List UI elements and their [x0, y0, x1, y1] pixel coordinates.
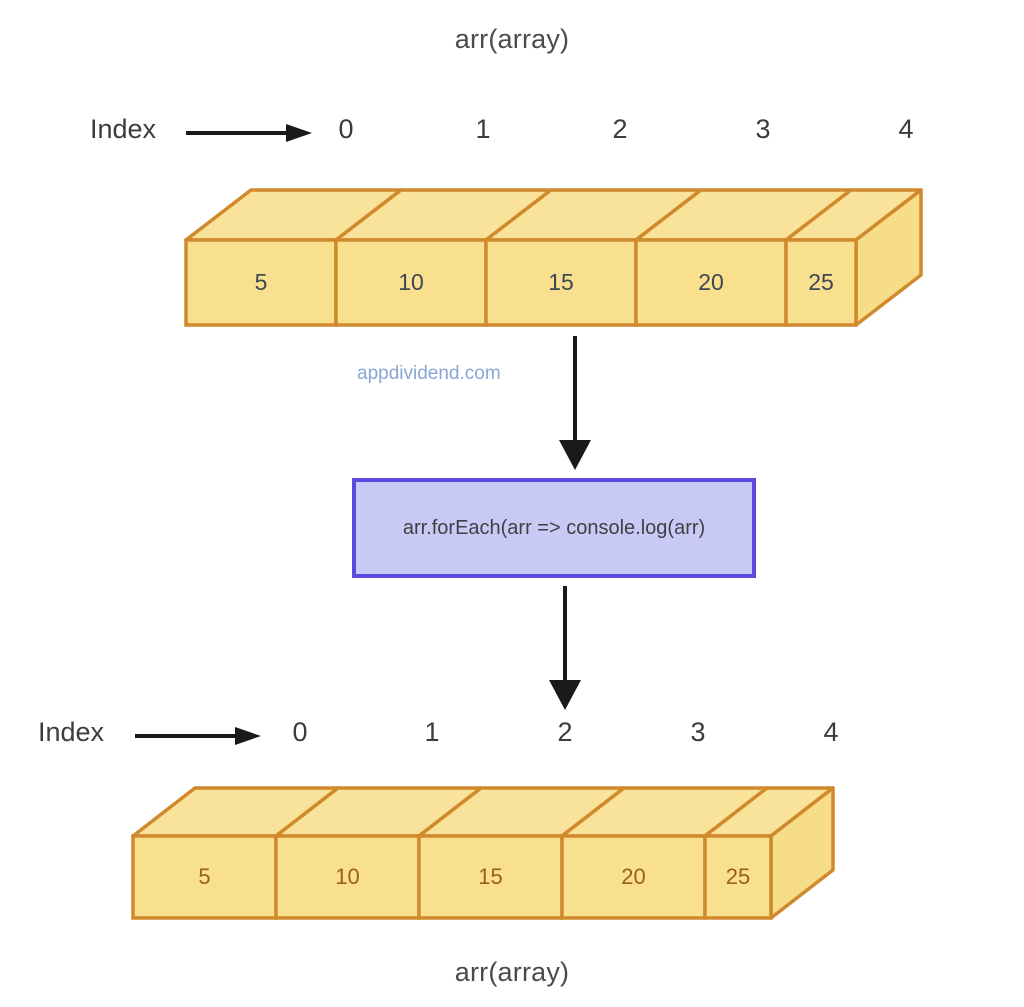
top-index-1: 1	[475, 114, 491, 144]
top-index-4: 4	[898, 114, 914, 144]
code-operation-text: arr.forEach(arr => console.log(arr)	[402, 516, 706, 539]
top-cell-value-2: 15	[548, 269, 574, 295]
bottom-index-0: 0	[292, 717, 308, 747]
top-array-front-faces	[184, 238, 858, 327]
bottom-index-row: Index 0 1 2 3 4	[0, 717, 1024, 759]
watermark-text: appdividend.com	[357, 363, 501, 384]
bottom-index-2: 2	[557, 717, 573, 747]
bottom-cell-value-1: 10	[335, 864, 360, 889]
bottom-index-3: 3	[690, 717, 706, 747]
top-index-2: 2	[612, 114, 628, 144]
top-array-top-faces	[184, 188, 923, 242]
top-cell-value-4: 25	[808, 269, 834, 295]
top-cell-value-1: 10	[398, 269, 424, 295]
top-index-0: 0	[338, 114, 354, 144]
bottom-cell-value-4: 25	[725, 864, 751, 889]
flow-arrow-down-1-icon	[553, 336, 597, 472]
bottom-index-arrow-icon	[135, 723, 265, 749]
top-cell-value-0: 5	[254, 269, 268, 295]
bottom-array-caption: arr(array)	[454, 957, 570, 987]
bottom-index-1: 1	[424, 717, 440, 747]
top-index-label: Index	[90, 114, 157, 144]
bottom-array-top-faces	[131, 786, 835, 838]
bottom-cell-value-0: 5	[198, 864, 211, 889]
top-index-row: Index 0 1 2 3 4	[0, 114, 1024, 156]
flow-arrow-down-2-icon	[543, 586, 587, 712]
bottom-array-box: 5 10 15 20 25	[131, 786, 923, 928]
top-index-3: 3	[755, 114, 771, 144]
top-index-arrow-icon	[186, 120, 316, 146]
bottom-index-4: 4	[823, 717, 839, 747]
top-array-box: 5 10 15 20 25	[184, 188, 986, 335]
bottom-cell-value-3: 20	[621, 864, 646, 889]
top-cell-value-3: 20	[698, 269, 724, 295]
bottom-index-label: Index	[38, 717, 105, 747]
top-array-caption: arr(array)	[454, 24, 570, 54]
bottom-cell-value-2: 15	[478, 864, 503, 889]
bottom-array-front-faces	[131, 834, 773, 920]
code-operation-box[interactable]: arr.forEach(arr => console.log(arr)	[352, 478, 756, 578]
